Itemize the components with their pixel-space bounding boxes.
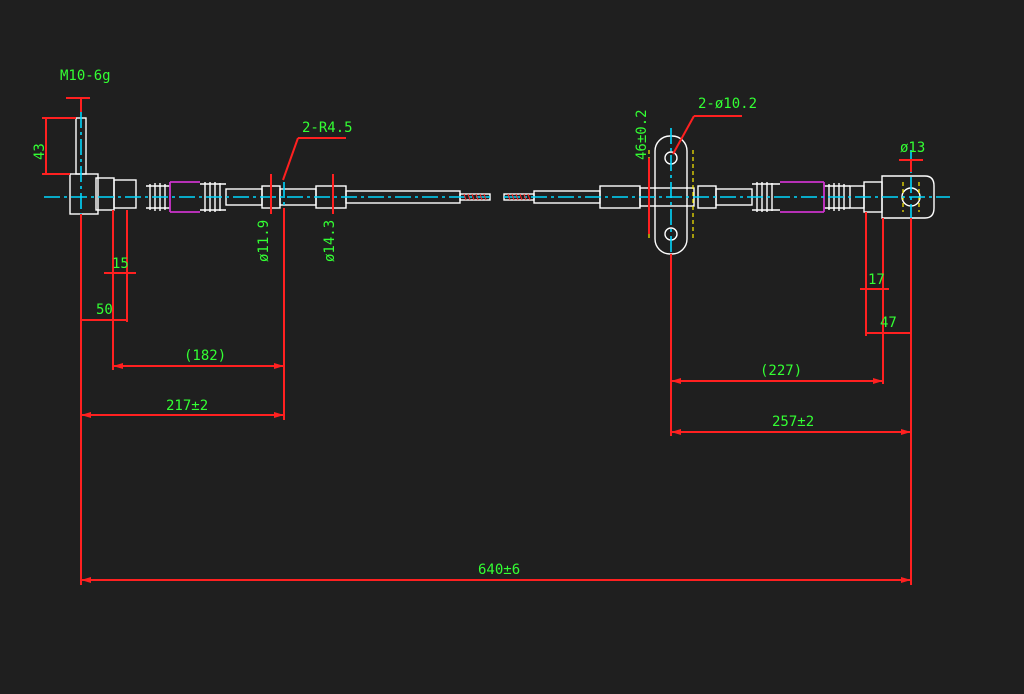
label-217: 217±2 [166, 398, 208, 414]
left-nut [113, 179, 137, 209]
label-46: 46±0.2 [634, 109, 650, 160]
label-182: (182) [184, 348, 226, 364]
label-50: 50 [96, 302, 113, 318]
label-hole-r45: 2-R4.5 [302, 120, 353, 136]
label-hole-d102: 2-ø10.2 [698, 96, 757, 112]
label-thread: M10-6g [60, 68, 111, 84]
label-257: 257±2 [772, 414, 814, 430]
hole-d102-leader [672, 115, 695, 155]
hole-r45-leader [282, 137, 299, 181]
dimension-lines [42, 97, 923, 585]
dimension-arrows [81, 363, 911, 583]
label-43: 43 [32, 143, 48, 160]
centerlines [44, 112, 950, 262]
left-boot [169, 181, 200, 213]
label-dia-119: ø11.9 [256, 220, 272, 262]
label-dia-13: ø13 [900, 140, 925, 156]
label-dia-143: ø14.3 [322, 220, 338, 262]
label-640: 640±6 [478, 562, 520, 578]
left-end-fitting [69, 173, 99, 215]
label-47: 47 [880, 315, 897, 331]
label-227: (227) [760, 363, 802, 379]
label-15: 15 [112, 256, 129, 272]
dimension-labels: M10-6g 43 2-R4.5 ø11.9 ø14.3 15 50 (182)… [32, 68, 925, 578]
right-clevis [881, 175, 935, 219]
thread-hatch [463, 193, 531, 201]
label-17: 17 [868, 272, 885, 288]
bellow-boots [169, 181, 825, 213]
